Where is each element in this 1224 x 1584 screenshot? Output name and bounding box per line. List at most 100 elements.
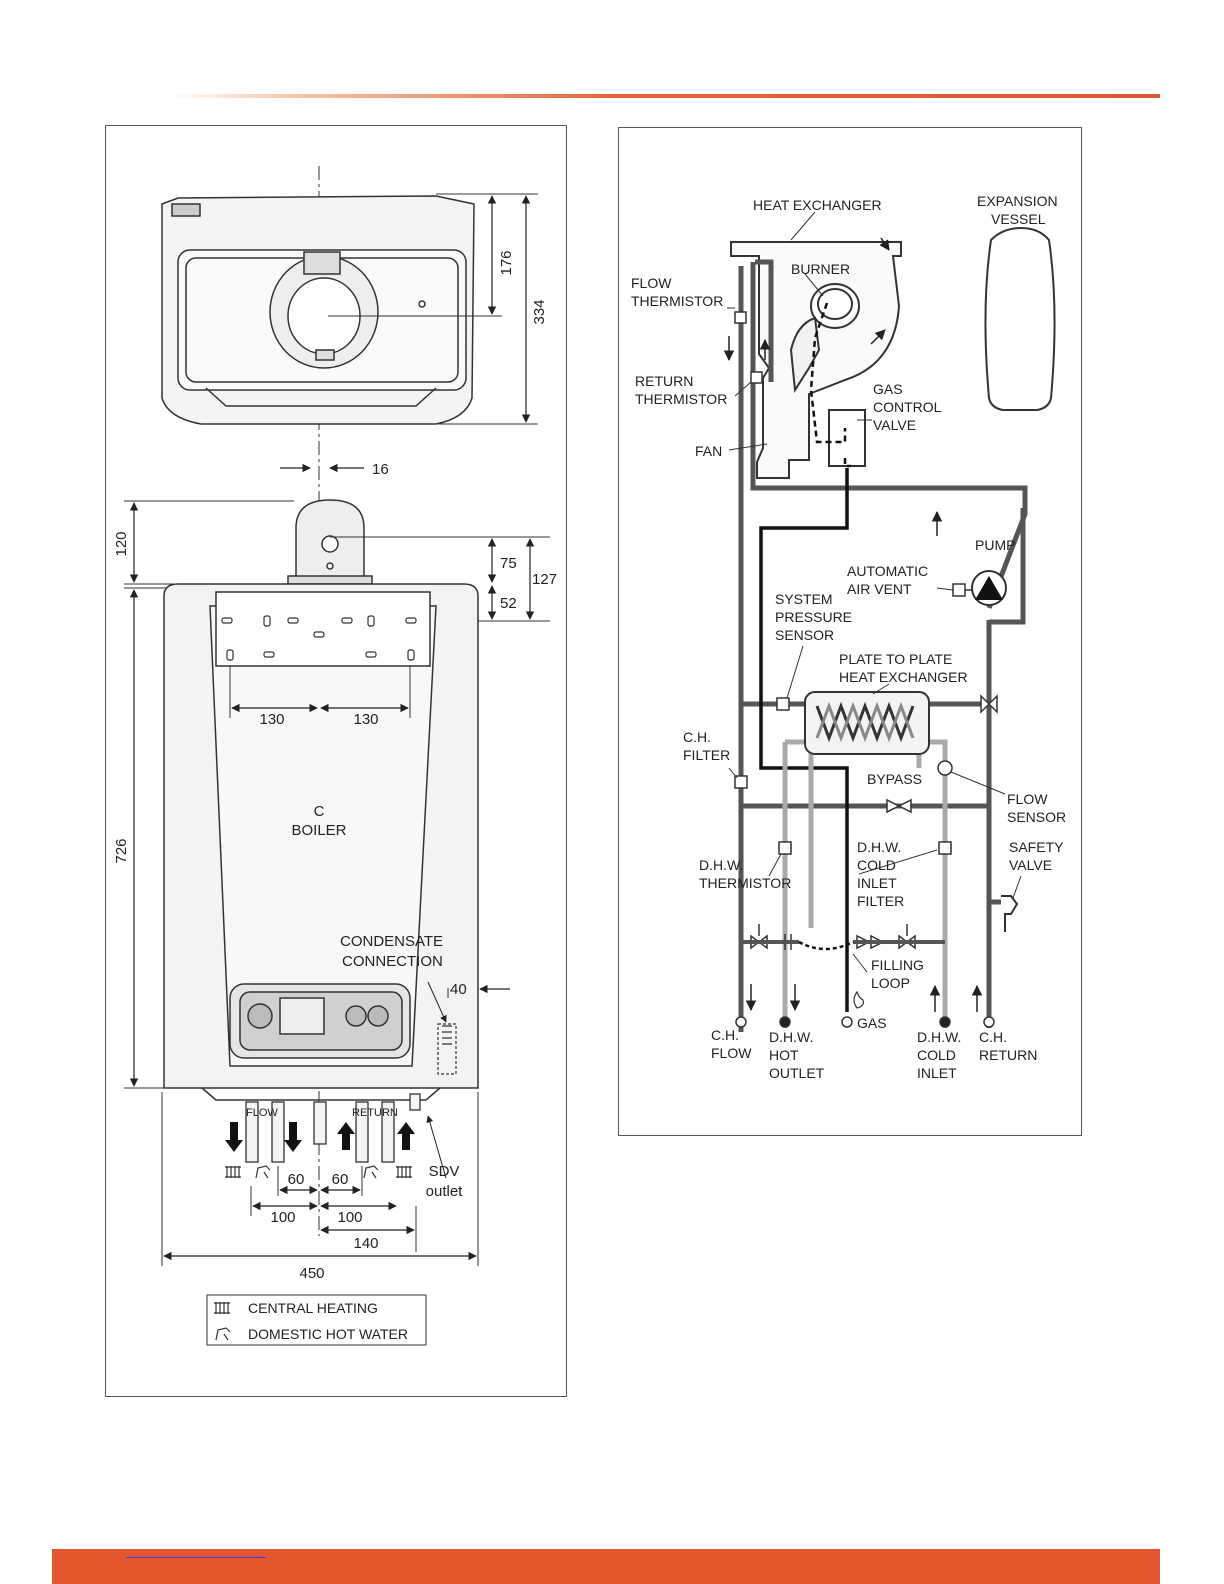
label-air-vent-2: AIR VENT	[847, 581, 912, 597]
dim-100-right: 100	[337, 1209, 362, 1226]
sdv-label-1: SDV	[429, 1163, 460, 1180]
label-ch-flow-2: FLOW	[711, 1045, 752, 1061]
ch-filter	[734, 775, 748, 789]
flue-outlet	[287, 499, 373, 585]
boiler-top-view	[161, 195, 475, 425]
label-dhw-cold-2: COLD	[917, 1047, 956, 1063]
dim-40: 40	[450, 981, 467, 998]
flow-direction-arrows	[723, 237, 983, 1012]
label-filling-loop-2: LOOP	[871, 975, 910, 991]
label-ch-filter-1: C.H.	[683, 729, 711, 745]
label-filling-loop-1: FILLING	[871, 957, 924, 973]
tap-icon	[215, 1327, 231, 1341]
label-flow-sensor-1: FLOW	[1007, 791, 1048, 807]
boiler-front-view	[163, 583, 479, 1101]
radiator-icon	[396, 1166, 412, 1178]
return-label: RETURN	[352, 1107, 398, 1119]
label-flow-sensor-2: SENSOR	[1007, 809, 1066, 825]
dim-450: 450	[299, 1265, 324, 1282]
radiator-icon	[214, 1302, 230, 1314]
tap-icon	[255, 1165, 271, 1179]
flame-icon	[853, 990, 864, 1009]
boiler-pipes	[245, 1093, 421, 1163]
flow-label: FLOW	[246, 1107, 278, 1119]
label-expansion-2: VESSEL	[991, 211, 1046, 227]
dimensions-panel: 176 334 16 120 75 52 127	[105, 125, 567, 1397]
label-flow-thermistor-2: THERMISTOR	[631, 293, 723, 309]
dim-176: 176	[498, 250, 515, 275]
label-dhw-thermistor-2: THERMISTOR	[699, 875, 791, 891]
label-dhw-cold-filter-1: D.H.W.	[857, 839, 901, 855]
label-gas: GAS	[857, 1015, 887, 1031]
label-dhw-hot-2: HOT	[769, 1047, 799, 1063]
pump	[971, 570, 1007, 606]
label-bypass: BYPASS	[867, 771, 922, 787]
label-system-pressure-3: SENSOR	[775, 627, 834, 643]
tap-icon	[363, 1165, 379, 1179]
dhw-thermistor	[778, 841, 792, 855]
label-heat-exchanger: HEAT EXCHANGER	[753, 197, 882, 213]
label-pump: PUMP	[975, 537, 1015, 553]
footer-link[interactable]	[126, 1557, 266, 1558]
diverter-valve	[980, 694, 998, 714]
label-dhw-cold-filter-4: FILTER	[857, 893, 904, 909]
dim-75: 75	[500, 555, 517, 572]
boiler-label: BOILER	[291, 822, 346, 839]
dim-16: 16	[372, 461, 389, 478]
label-gas-valve-1: GAS	[873, 381, 903, 397]
label-gas-valve-3: VALVE	[873, 417, 916, 433]
centerline-symbol: C	[314, 803, 325, 820]
filling-loop	[750, 924, 916, 950]
dimensions-drawing: 176 334 16 120 75 52 127	[113, 166, 557, 1346]
dim-726: 726	[113, 838, 130, 863]
flow-thermistor	[734, 311, 747, 324]
gas-line	[759, 468, 849, 1012]
system-pressure-sensor	[776, 697, 790, 711]
footer-bar	[52, 1549, 1160, 1584]
radiator-icon	[225, 1166, 241, 1178]
label-ch-return-2: RETURN	[979, 1047, 1037, 1063]
label-ch-return-1: C.H.	[979, 1029, 1007, 1045]
label-system-pressure-1: SYSTEM	[775, 591, 833, 607]
label-air-vent-1: AUTOMATIC	[847, 563, 928, 579]
label-safety-valve-1: SAFETY	[1009, 839, 1064, 855]
dim-120: 120	[113, 531, 130, 556]
label-fan: FAN	[695, 443, 722, 459]
legend: CENTRAL HEATING DOMESTIC HOT WATER	[206, 1294, 427, 1346]
bypass-valve	[886, 798, 912, 814]
label-ptp-1: PLATE TO PLATE	[839, 651, 952, 667]
dim-100-left: 100	[270, 1209, 295, 1226]
air-vent	[952, 583, 966, 597]
label-dhw-cold-1: D.H.W.	[917, 1029, 961, 1045]
label-system-pressure-2: PRESSURE	[775, 609, 852, 625]
dim-52: 52	[500, 595, 517, 612]
label-dhw-hot-1: D.H.W.	[769, 1029, 813, 1045]
expansion-vessel	[984, 226, 1056, 411]
condensate-connection	[437, 1023, 457, 1075]
dim-60-right: 60	[332, 1171, 349, 1188]
hydraulic-schematic-panel: HEAT EXCHANGER EXPANSION VESSEL BURNER F…	[618, 127, 1082, 1136]
label-ptp-2: HEAT EXCHANGER	[839, 669, 968, 685]
safety-valve	[1001, 895, 1019, 932]
label-flow-thermistor-1: FLOW	[631, 275, 672, 291]
dim-140: 140	[353, 1235, 378, 1252]
label-gas-valve-2: CONTROL	[873, 399, 942, 415]
hydraulic-schematic: HEAT EXCHANGER EXPANSION VESSEL BURNER F…	[631, 193, 1066, 1081]
label-expansion-1: EXPANSION	[977, 193, 1058, 209]
condensate-label-1: CONDENSATE	[340, 933, 443, 950]
label-dhw-cold-filter-3: INLET	[857, 875, 897, 891]
label-safety-valve-2: VALVE	[1009, 857, 1052, 873]
connection-terminals	[735, 1016, 995, 1028]
dim-127: 127	[532, 571, 557, 588]
dhw-cold-inlet-filter	[938, 841, 952, 855]
label-dhw-cold-filter-2: COLD	[857, 857, 896, 873]
label-return-thermistor-2: THERMISTOR	[635, 391, 727, 407]
label-return-thermistor-1: RETURN	[635, 373, 693, 389]
label-dhw-hot-3: OUTLET	[769, 1065, 825, 1081]
dim-334: 334	[531, 299, 548, 324]
flow-sensor	[937, 760, 953, 776]
dim-130-left: 130	[259, 711, 284, 728]
dim-60-left: 60	[288, 1171, 305, 1188]
sdv-label-2: outlet	[426, 1183, 464, 1200]
mounting-bracket-slots	[221, 615, 417, 661]
